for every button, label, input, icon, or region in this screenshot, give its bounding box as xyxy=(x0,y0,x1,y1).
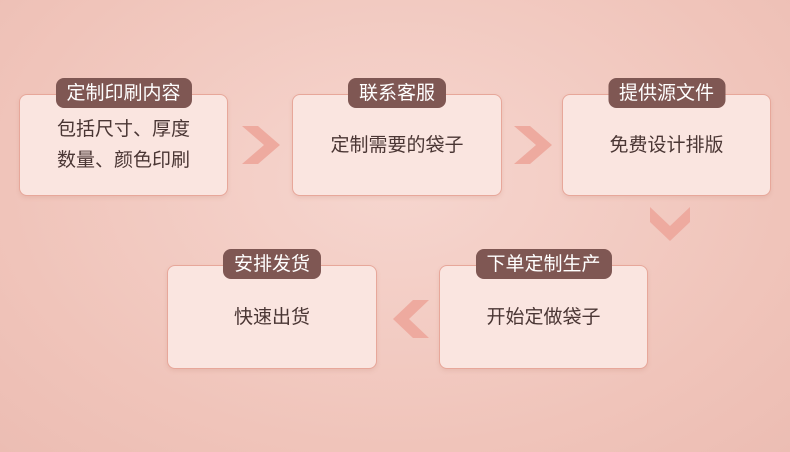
step-card-2: 联系客服 定制需要的袋子 xyxy=(292,78,502,196)
step-card-4: 下单定制生产 开始定做袋子 xyxy=(439,249,648,369)
step-text-3: 免费设计排版 xyxy=(609,130,723,161)
step-text-3-line-1: 免费设计排版 xyxy=(609,133,724,156)
step-text-1-line-2: 数量、颜色印刷 xyxy=(56,149,190,171)
step-title-2: 联系客服 xyxy=(347,78,447,108)
step-card-5: 安排发货 快速出货 xyxy=(167,249,377,369)
step-title-4: 下单定制生产 xyxy=(475,249,612,279)
step-text-1-line-1: 包括尺寸、厚度 xyxy=(56,118,190,140)
step-text-5: 快速出货 xyxy=(234,302,310,333)
chevron-down-icon xyxy=(650,207,690,241)
step-text-2-line-1: 定制需要的袋子 xyxy=(330,133,464,156)
step-text-4: 开始定做袋子 xyxy=(486,302,600,333)
chevron-right-icon xyxy=(242,126,280,164)
step-text-5-line-1: 快速出货 xyxy=(233,305,310,328)
chevron-right-icon xyxy=(514,126,552,164)
step-text-1: 包括尺寸、厚度 数量、颜色印刷 xyxy=(57,114,190,176)
step-card-1: 定制印刷内容 包括尺寸、厚度 数量、颜色印刷 xyxy=(19,78,228,196)
step-card-3: 提供源文件 免费设计排版 xyxy=(562,78,771,196)
step-title-1: 定制印刷内容 xyxy=(55,78,192,108)
step-title-3: 提供源文件 xyxy=(607,78,726,108)
chevron-left-icon xyxy=(393,300,429,338)
step-text-2: 定制需要的袋子 xyxy=(330,130,463,161)
step-title-5: 安排发货 xyxy=(222,249,322,279)
step-text-4-line-1: 开始定做袋子 xyxy=(486,305,601,328)
